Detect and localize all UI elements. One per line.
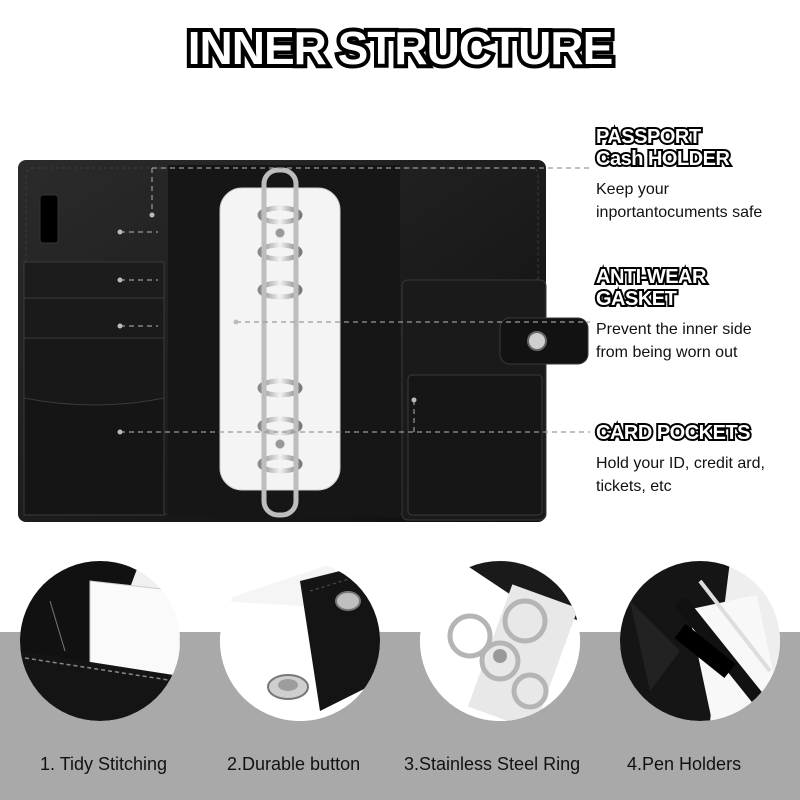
cash-pocket <box>23 397 165 516</box>
feature-anti-wear-gasket: ANTI-WEAR GASKET Prevent the inner side … <box>594 264 796 364</box>
feature-description: Keep your inportantocuments safe <box>596 178 796 224</box>
feature-heading: CARD POCKETS <box>594 420 753 446</box>
feature-desc-line: Keep your <box>596 181 669 198</box>
caption-pen-holders: 4.Pen Holders <box>627 754 742 774</box>
feature-heading: PASSPORT <box>594 124 703 150</box>
detail-button <box>220 561 380 721</box>
caption-durable-button: 2.Durable button <box>227 754 361 774</box>
paper-insert <box>219 187 341 491</box>
pen-loop <box>39 194 59 244</box>
detail-ring <box>420 561 580 721</box>
feature-desc-line: Hold your ID, credit ard, <box>596 455 765 472</box>
feature-heading: GASKET <box>594 286 679 312</box>
feature-heading: Cash HOLDER <box>594 146 732 172</box>
feature-card-pockets: CARD POCKETS Hold your ID, credit ard, t… <box>594 420 796 498</box>
ring-bar <box>261 167 299 518</box>
feature-desc-line: tickets, etc <box>596 478 672 495</box>
rings <box>257 205 303 474</box>
stitching-closeup-icon <box>20 561 180 721</box>
page-title: INNER STRUCTURE <box>184 18 618 78</box>
binder-ring-closeup-icon <box>420 561 580 721</box>
binder-illustration <box>18 160 590 522</box>
card-pocket-3 <box>23 337 165 409</box>
caption-tidy-stitching: 1. Tidy Stitching <box>40 754 168 774</box>
caption-steel-ring: 3.Stainless Steel Ring <box>404 754 581 774</box>
feature-desc-line: Prevent the inner side <box>596 321 752 338</box>
feature-desc-line: inportantocuments safe <box>596 204 763 221</box>
snap-button <box>527 331 547 351</box>
snap-button-closeup-icon <box>220 561 380 721</box>
feature-description: Prevent the inner side from being worn o… <box>596 318 796 364</box>
pen-holder-closeup-icon <box>620 561 780 721</box>
detail-stitching <box>20 561 180 721</box>
feature-description: Hold your ID, credit ard, tickets, etc <box>596 452 796 498</box>
feature-heading: ANTI-WEAR <box>594 264 708 290</box>
detail-pen-holder <box>620 561 780 721</box>
feature-passport-holder: PASSPORT Cash HOLDER Keep your inportant… <box>594 124 796 224</box>
feature-desc-line: from being worn out <box>596 344 738 361</box>
